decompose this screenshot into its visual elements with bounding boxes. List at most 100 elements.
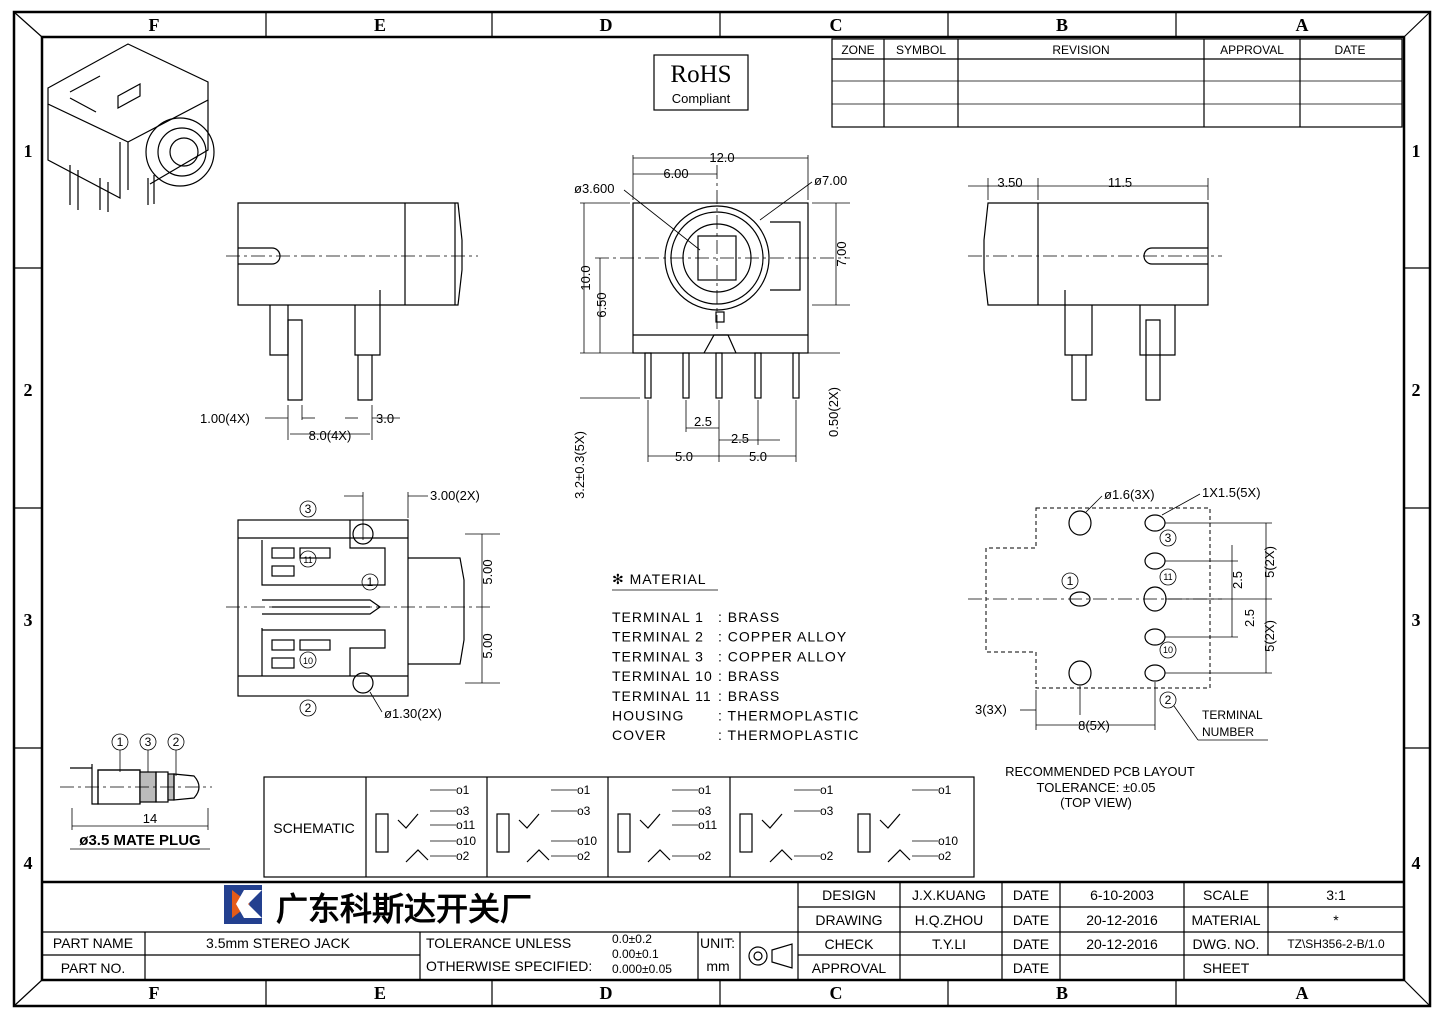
bottom-terminal-2: 2 <box>305 701 312 715</box>
revision-table: ZONE SYMBOL REVISION APPROVAL DATE <box>831 38 1403 128</box>
pcb-caption-3: (TOP VIEW) <box>1060 795 1132 810</box>
schematic-cells: o1o3o11o10o2o1o3o10o2o1o3o11o2o1o3o2o1o1… <box>375 783 958 863</box>
dwg-no-label: DWG. NO. <box>1193 936 1260 952</box>
drawing-label: DRAWING <box>815 912 882 928</box>
right-side-view: 3.50 11.5 <box>968 175 1222 401</box>
tolerance-label-1: TOLERANCE UNLESS <box>426 935 571 951</box>
pcb-dim-5-2x-a: 5(2X) <box>1262 546 1277 578</box>
row-label-1-left: 1 <box>24 141 33 161</box>
dim-8-0-4x: 8.0(4X) <box>309 428 352 443</box>
pcb-dim-slot: 1X1.5(5X) <box>1202 485 1261 500</box>
schematic-pin-label: o1 <box>698 783 712 797</box>
pcb-layout: 2.5 2.5 5(2X) 5(2X) ø1.6(3X) 1X1.5(5X) 3… <box>968 485 1277 810</box>
schematic-switch <box>879 813 911 863</box>
schematic-pin-label: o2 <box>938 849 952 863</box>
col-label-f-top: F <box>149 15 160 35</box>
dim-11-5: 11.5 <box>1108 175 1132 190</box>
date-drawing: 20-12-2016 <box>1086 912 1158 928</box>
pcb-terminal-3: 3 <box>1165 531 1172 545</box>
schematic-pin-label: o1 <box>938 783 952 797</box>
material-label: MATERIAL <box>1192 912 1261 928</box>
tolerance-2: 0.00±0.1 <box>612 947 659 961</box>
unit-value: mm <box>706 958 729 974</box>
material-row-name: TERMINAL 10 <box>612 668 713 684</box>
front-view: 12.0 6.00 ø3.600 ø7.00 10.0 6.50 7.00 0.… <box>572 150 850 499</box>
dim-6-00: 6.00 <box>663 166 688 181</box>
pcb-terminal-10: 10 <box>1163 645 1173 655</box>
pcb-caption-1: RECOMMENDED PCB LAYOUT <box>1005 764 1195 779</box>
schematic-pin-label: o1 <box>456 783 470 797</box>
dim-3-50: 3.50 <box>997 175 1022 190</box>
bottom-terminal-10: 10 <box>303 656 313 666</box>
material-row-name: TERMINAL 11 <box>612 688 712 704</box>
pcb-dim-2-5-a: 2.5 <box>1230 571 1245 589</box>
scale-label: SCALE <box>1203 887 1249 903</box>
row-label-4-right: 4 <box>1412 853 1421 873</box>
approval-label: APPROVAL <box>812 960 887 976</box>
dim-2-5-b: 2.5 <box>731 431 749 446</box>
material-row-value: : BRASS <box>718 688 780 704</box>
date-design: 6-10-2003 <box>1090 887 1154 903</box>
rev-header-symbol: SYMBOL <box>896 43 946 57</box>
col-label-f-bottom: F <box>149 983 160 1003</box>
pcb-dim-8-5x: 8(5X) <box>1078 718 1110 733</box>
rev-header-date: DATE <box>1334 43 1365 57</box>
pcb-dim-5-2x-b: 5(2X) <box>1262 620 1277 652</box>
material-value: * <box>1333 912 1339 928</box>
schematic-pin-label: o11 <box>698 818 717 832</box>
material-row-value: : THERMOPLASTIC <box>718 708 860 724</box>
dim-5-0-b: 5.0 <box>749 449 767 464</box>
date-check: 20-12-2016 <box>1086 936 1158 952</box>
schematic-sleeve <box>857 813 871 853</box>
schematic-pin-label: o2 <box>577 849 591 863</box>
schematic-sleeve <box>496 813 510 853</box>
tolerance-3: 0.000±0.05 <box>612 962 672 976</box>
material-row-value: : THERMOPLASTIC <box>718 727 860 743</box>
dim-5-00-a: 5.00 <box>480 559 495 584</box>
design-label: DESIGN <box>822 887 876 903</box>
dim-0-50-2x: 0.50(2X) <box>826 387 841 437</box>
rev-header-zone: ZONE <box>841 43 874 57</box>
pcb-terminal-label-2: NUMBER <box>1202 725 1254 739</box>
mate-plug: 1 3 2 14 ø3.5 MATE PLUG <box>60 733 212 850</box>
schematic-pin-label: o3 <box>698 804 712 818</box>
col-label-a-bottom: A <box>1296 983 1309 1003</box>
dim-7-00: 7.00 <box>834 241 849 266</box>
pcb-dim-3-3x: 3(3X) <box>975 702 1007 717</box>
dim-5-0-a: 5.0 <box>675 449 693 464</box>
left-side-view: 1.00(4X) 3.0 8.0(4X) <box>200 202 478 443</box>
dim-3-0: 3.0 <box>376 411 394 426</box>
design-value: J.X.KUANG <box>912 887 986 903</box>
col-label-d-top: D <box>600 15 613 35</box>
dim-6-50: 6.50 <box>594 292 609 317</box>
schematic-sleeve <box>375 813 389 853</box>
dim-12-0: 12.0 <box>709 150 734 165</box>
dim-3-2-tol: 3.2±0.3(5X) <box>572 431 587 499</box>
title-block: 广东科斯达开关厂 PART NAME 3.5mm STEREO JACK PAR… <box>42 880 1404 980</box>
schematic-switch <box>761 813 793 863</box>
schematic-pin-label: o10 <box>938 834 958 848</box>
material-row-value: : BRASS <box>718 609 780 625</box>
company-logo <box>224 885 262 924</box>
bottom-view: 3.00(2X) 5.00 5.00 ø1.30(2X) 3 11 1 10 2 <box>226 488 500 721</box>
part-name-value: 3.5mm STEREO JACK <box>206 935 351 951</box>
plug-terminal-3: 3 <box>145 735 152 749</box>
schematic-strip: SCHEMATIC o1o3o11o10o2o1o3o10o2o1o3o11o2… <box>263 776 975 878</box>
pcb-terminal-11: 11 <box>1163 572 1172 582</box>
dim-5-00-b: 5.00 <box>480 633 495 658</box>
part-name-label: PART NAME <box>53 935 133 951</box>
plug-terminal-2: 2 <box>173 735 180 749</box>
rohs-title: RoHS <box>670 61 731 88</box>
material-row-name: TERMINAL 2 <box>612 629 704 645</box>
drawing-value: H.Q.ZHOU <box>915 912 983 928</box>
row-label-1-right: 1 <box>1412 141 1421 161</box>
isometric-view <box>47 43 215 212</box>
part-no-label: PART NO. <box>61 960 126 976</box>
sheet-frame: F E D C B A F E D C B A 1 2 3 4 1 2 3 4 <box>12 10 1432 1008</box>
col-label-e-top: E <box>374 15 386 35</box>
sheet-label: SHEET <box>1203 960 1250 976</box>
